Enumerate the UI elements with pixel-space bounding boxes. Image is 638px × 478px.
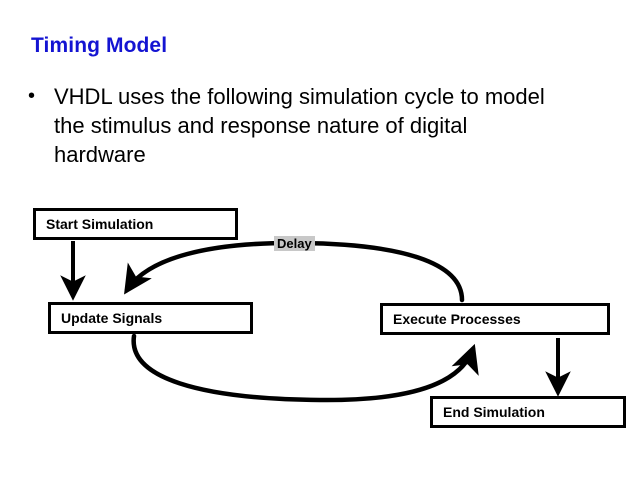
node-end-simulation-label: End Simulation xyxy=(443,404,545,420)
node-update-signals[interactable]: Update Signals xyxy=(48,302,253,334)
page-title: Timing Model xyxy=(31,34,168,57)
edge-execute-to-update-delay xyxy=(124,240,465,303)
edge-update-to-execute xyxy=(131,333,479,403)
node-end-simulation[interactable]: End Simulation xyxy=(430,396,626,428)
node-execute-processes-label: Execute Processes xyxy=(393,311,521,327)
edge-label-delay: Delay xyxy=(274,236,315,251)
node-start-simulation[interactable]: Start Simulation xyxy=(33,208,238,240)
bullet-marker-icon: • xyxy=(28,85,36,107)
bullet-list: • VHDL uses the following simulation cyc… xyxy=(28,82,608,169)
bullet-text: VHDL uses the following simulation cycle… xyxy=(54,84,545,167)
node-update-signals-label: Update Signals xyxy=(61,310,163,326)
list-item: • VHDL uses the following simulation cyc… xyxy=(28,82,608,169)
node-execute-processes[interactable]: Execute Processes xyxy=(380,303,610,335)
node-start-simulation-label: Start Simulation xyxy=(46,216,154,232)
